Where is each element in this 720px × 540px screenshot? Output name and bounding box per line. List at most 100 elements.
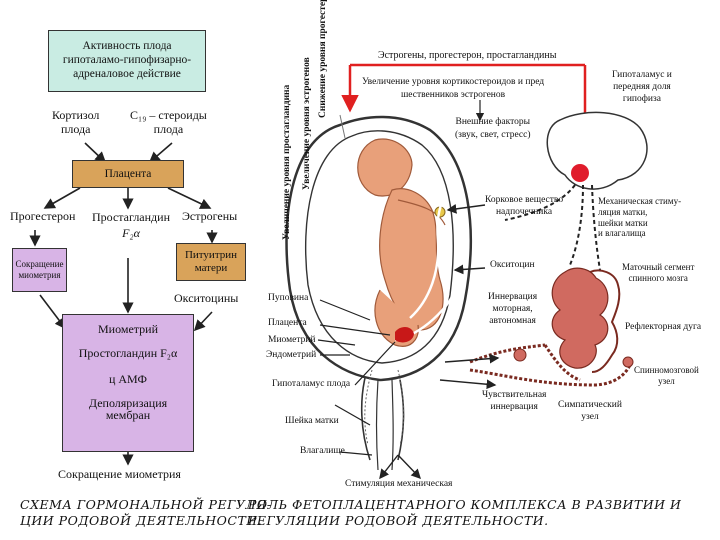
big-box-camp: ц АМФ: [108, 372, 148, 386]
contraction-box-line2: миометрия: [18, 270, 61, 280]
mechanical-stimulation-label: Стимуляция механическая: [345, 479, 453, 489]
caption-left-line2: ЦИИ РОДОВОЙ ДЕЯТЕЛЬНОСТИ.: [20, 512, 263, 528]
external-line1: Внешние факторы: [455, 117, 530, 127]
caption-left-line1: СХЕМА ГОРМОНАЛЬНОЙ РЕГУЛЯ-: [20, 497, 272, 512]
placenta-shape: [395, 326, 414, 343]
top-hormones-label: Эстрогены, прогестерон, простагландины: [378, 50, 557, 61]
innervation-line1: Иннервация: [488, 292, 538, 302]
fetal-activity-line2: гипоталамо-гипофизарно-: [62, 54, 192, 67]
sympathetic-line1: Симпатический: [558, 400, 622, 410]
uterine-segment-line2: спинного мозга: [628, 273, 688, 284]
big-box-depolarization: Деполяризация: [88, 396, 168, 410]
umbilical-label: Пуповина: [268, 293, 309, 303]
estrogens-label: Эстрогены: [182, 209, 238, 223]
sensitive-innervation-label: Чувствительная иннервация: [482, 390, 546, 414]
big-box-prostaglandin: Простогландин F₂α: [78, 346, 178, 360]
prostaglandin-line2: F₂α: [122, 225, 140, 240]
fetal-activity-box: Активность плода гипоталамо-гипофизарно-…: [48, 30, 206, 92]
sympathetic-node: [513, 348, 527, 362]
vertical-label-prostaglandin: Увеличение уровня простагландина: [282, 84, 292, 240]
oxytocins-label: Окситоцины: [174, 291, 239, 305]
contraction-box-line1: Сокращение: [15, 259, 64, 270]
innervation-label: Иннервация моторная, автономная: [488, 292, 537, 328]
c19-line1: C₁₉ – стероиды: [130, 108, 207, 122]
caption-right: РОЛЬ ФЕТОПЛАЦЕНТАРНОГО КОМПЛЕКСА В РАЗВИ…: [248, 497, 681, 528]
hypothalamus-line1: Гипоталамус и: [612, 70, 672, 80]
spinal-node-label: Спинномозговой узел: [634, 365, 699, 388]
external-line2: (звук, свет, стресс): [455, 129, 531, 140]
innervation-line3: автономная: [489, 315, 536, 326]
reflex-arc-label: Рефлекторная дуга: [625, 322, 702, 332]
sensitive-line2: иннервация: [490, 401, 538, 412]
pituitrin-line2: матери: [194, 262, 228, 274]
arrow-placenta-estrogens: [167, 187, 212, 209]
progesterone-label: Прогестерон: [10, 209, 76, 223]
spinal-node-line1: Спинномозговой: [634, 365, 699, 375]
spinal-node-line2: узел: [658, 376, 675, 387]
cortex-line1: Корковое вещество: [485, 195, 564, 205]
placenta-box-label: Плацента: [104, 168, 152, 180]
fetal-activity-line1: Активность плода: [82, 40, 172, 53]
myometrium-label: Миометрий: [268, 335, 316, 345]
myometrium-contraction-label: Сокращение миометрия: [58, 467, 181, 481]
mech-stim-line1: Механическая стиму-: [598, 196, 682, 206]
innervation-line2: моторная,: [492, 303, 533, 314]
caption-right-line1: РОЛЬ ФЕТОПЛАЦЕНТАРНОГО КОМПЛЕКСА В РАЗВИ…: [248, 497, 682, 512]
nerve-bundles: [469, 343, 632, 387]
cortisol-line2: плода: [60, 122, 91, 137]
arrow-c19-placenta: [148, 142, 173, 164]
caption-left: СХЕМА ГОРМОНАЛЬНОЙ РЕГУЛЯ- ЦИИ РОДОВОЙ Д…: [20, 497, 272, 528]
fetal-activity-line3: адреналовое действие: [73, 67, 181, 80]
increase-line1: Увеличение уровня кортикостероидов и пре…: [362, 77, 545, 87]
cortisol-label: Кортизол плода: [52, 108, 99, 137]
vagina-label: Влагалище: [300, 446, 345, 456]
increase-line2: шественников эстрогенов: [400, 89, 506, 100]
sensitive-line1: Чувствительная: [482, 390, 547, 400]
arrow-cortisol-placenta: [84, 142, 107, 164]
vertical-label-progesterone: Снижение уровня прогестерона: [318, 0, 328, 118]
hypothalamus-line2: передняя доля: [613, 81, 671, 92]
arrow-contraction-bigbox: [39, 294, 66, 330]
brain-shape: [546, 111, 648, 190]
big-box-membranes: мембран: [105, 408, 151, 422]
sympathetic-line2: узел: [581, 411, 599, 422]
arrow-oxytocin-bigbox: [193, 311, 213, 332]
fetus-figure: [357, 138, 446, 347]
contraction-myometrium-box: Сокращение миометрия: [12, 248, 67, 292]
uterine-segment-line1: Маточный сегмент: [622, 262, 695, 272]
spinal-cord: [551, 267, 621, 373]
uterine-segment-label: Маточный сегмент спинного мозга: [622, 262, 694, 285]
hypothalamus-label: Гипоталамус и передняя доля гипофиза: [612, 70, 672, 106]
c19-label: C₁₉ – стероиды плода: [130, 108, 207, 137]
c19-line2: плода: [153, 122, 184, 137]
cervix-label: Шейка матки: [285, 416, 339, 426]
prostaglandin-line1: Простагландин: [92, 210, 171, 224]
oxytocin-label: Окситоцин: [490, 260, 535, 270]
fetal-hypothalamus-label: Гипоталамус плода: [272, 379, 351, 389]
prostaglandin-label: Простагландин F₂α: [92, 210, 170, 241]
vertical-label-estrogens: Увеличение уровня эстрогенов: [302, 57, 312, 190]
placenta-label: Плацента: [268, 318, 307, 328]
mech-stim-line4: и влагалища: [598, 228, 646, 239]
myometrium-process-box: Миометрий Простогландин F₂α ц АМФ Деполя…: [62, 314, 194, 452]
pituitrin-box: Питуитрин матери: [176, 243, 246, 281]
mech-stim-line3: шейки матки: [598, 217, 648, 228]
mech-stimulation-label: Механическая стиму- ляция матки, шейки м…: [598, 196, 681, 239]
mech-stim-line2: ляция матки,: [598, 206, 648, 217]
external-factors-label: Внешние факторы (звук, свет, стресс): [455, 116, 531, 142]
sympathetic-node-label: Симпатический узел: [558, 400, 622, 424]
hypothalamus-line3: гипофиза: [622, 93, 661, 104]
arrow-placenta-progesterone: [43, 187, 81, 209]
pituitrin-line1: Питуитрин: [184, 248, 238, 261]
cortisol-line1: Кортизол: [52, 108, 100, 122]
spinal-node-dot: [622, 356, 634, 368]
caption-right-line2: РЕГУЛЯЦИИ РОДОВОЙ ДЕЯТЕЛЬНОСТИ.: [248, 512, 549, 528]
hypothalamus-dot: [571, 164, 589, 182]
cortex-line2: надпочечника: [495, 206, 553, 217]
increase-label: Увеличение уровня кортикостероидов и пре…: [362, 76, 544, 102]
big-box-myometrium: Миометрий: [97, 322, 159, 336]
cortex-label: Корковое вещество надпочечника: [485, 195, 563, 219]
placenta-box: Плацента: [72, 160, 184, 188]
endometrium-label: Эндометрий: [266, 350, 317, 360]
